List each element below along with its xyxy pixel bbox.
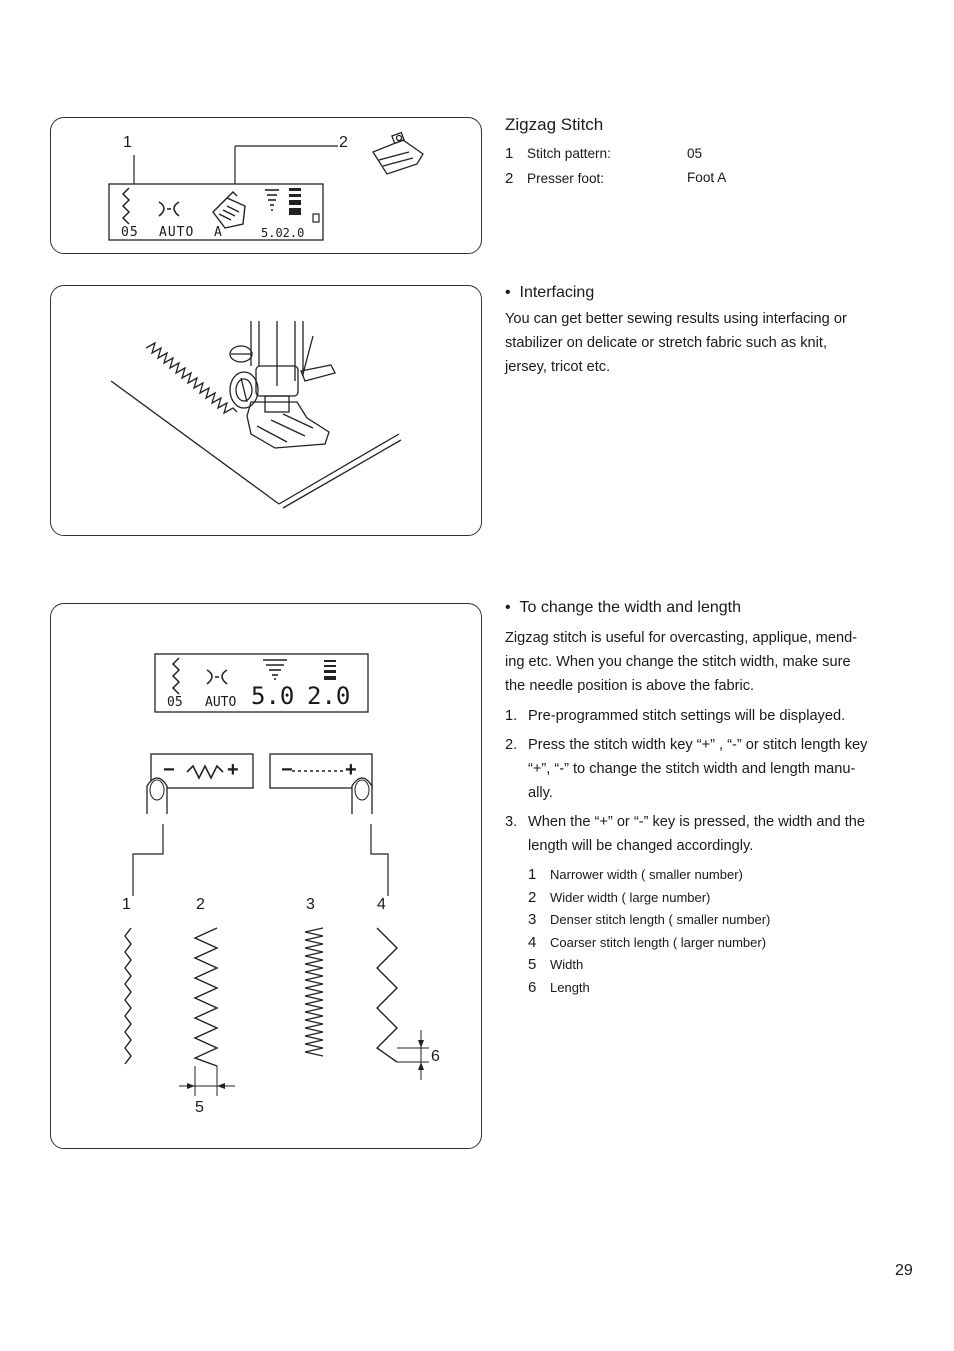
paragraph-line: jersey, tricot etc. [505, 359, 611, 375]
spec-num: 2 [505, 170, 514, 187]
callout-2: 2 [196, 896, 205, 913]
step-line: length will be changed accordingly. [528, 838, 754, 854]
length-minus-key[interactable]: − [281, 759, 293, 781]
step-line: “+”, “-” to change the stitch width and … [528, 761, 856, 777]
lcd-settings: 5.02.0 [261, 226, 305, 240]
spec-row-presser-foot: 2 Presser foot: [505, 170, 604, 187]
paragraph-line: You can get better sewing results using … [505, 311, 847, 327]
step-2: 2. Press the stitch width key “+” , “-” o… [505, 733, 920, 805]
step-3: 3. When the “+” or “-” key is pressed, th… [505, 810, 920, 858]
bullet: • [505, 284, 511, 301]
paragraph-line: Zigzag stitch is useful for overcasting,… [505, 630, 858, 646]
callout-1: 1 [123, 134, 132, 151]
lcd-display-illustration [108, 131, 424, 241]
spec-value-stitch-pattern: 05 [687, 146, 703, 161]
spec-num: 1 [505, 145, 514, 162]
stitch-wide [193, 927, 219, 1067]
width-length-heading-text: To change the width and length [519, 599, 742, 616]
step-number: 1. [505, 708, 518, 724]
step-line: 3. When the “+” or “-” key is pressed, th… [505, 810, 920, 834]
callout-1: 1 [122, 896, 131, 913]
spec-label: Presser foot: [527, 171, 605, 186]
interfacing-heading: • Interfacing [505, 284, 594, 302]
step-text: Pre-programmed stitch settings will be d… [528, 708, 846, 724]
length-plus-key[interactable]: + [345, 759, 357, 781]
bullet: • [505, 599, 511, 616]
lcd-length-value: 2.0 [307, 682, 351, 710]
step-1: 1. Pre-programmed stitch settings will be… [505, 704, 915, 728]
stitch-coarse [375, 927, 398, 1063]
stitch-narrow [124, 927, 132, 1065]
lcd-width-value: 5.0 [251, 682, 295, 710]
lcd-display-panel: 1 2 05 AUTO A 5.02.0 [50, 117, 482, 254]
step-line: 2. Press the stitch width key “+” , “-” o… [505, 733, 920, 757]
spec-row-stitch-pattern: 1 Stitch pattern: [505, 145, 611, 162]
step-number: 2. [505, 737, 518, 753]
width-length-heading: • To change the width and length [505, 599, 741, 617]
spec-value-presser-foot: Foot A [687, 170, 727, 185]
paragraph-line: ing etc. When you change the stitch widt… [505, 654, 851, 670]
step-line: 1. Pre-programmed stitch settings will be… [505, 704, 915, 728]
callout-4: 4 [377, 896, 386, 913]
interfacing-paragraph: You can get better sewing results using … [505, 307, 915, 379]
step-line: ally. [528, 785, 553, 801]
width-plus-key[interactable]: + [227, 759, 239, 781]
paragraph-line: stabilizer on delicate or stretch fabric… [505, 335, 828, 351]
page-number: 29 [895, 1262, 913, 1279]
lcd-pattern-number: 05 [167, 695, 183, 710]
callout-5: 5 [195, 1099, 204, 1116]
lcd-foot-label: A [214, 225, 222, 240]
callout-3: 3 [306, 896, 315, 913]
callout-6: 6 [431, 1048, 440, 1065]
stitch-dense [304, 927, 324, 1057]
paragraph-line: the needle position is above the fabric. [505, 678, 755, 694]
width-length-panel: 05 AUTO 5.0 2.0 − + − + 1 2 3 4 5 6 [50, 603, 482, 1149]
width-length-intro: Zigzag stitch is useful for overcasting,… [505, 626, 915, 698]
step-text: Press the stitch width key “+” , “-” or … [528, 737, 868, 753]
callout-2: 2 [339, 134, 348, 151]
lcd-auto-label: AUTO [159, 225, 195, 240]
lcd-auto-label: AUTO [205, 695, 237, 710]
width-length-illustration [124, 653, 429, 1096]
section-title-zigzag-stitch: Zigzag Stitch [505, 115, 604, 134]
step-text: When the “+” or “-” key is pressed, the … [528, 814, 866, 830]
spec-label: Stitch pattern: [527, 146, 611, 161]
interfacing-heading-text: Interfacing [519, 284, 595, 301]
lcd-pattern-number: 05 [121, 225, 139, 240]
presser-foot-sewing-illustration [110, 321, 402, 509]
step-number: 3. [505, 814, 518, 830]
width-minus-key[interactable]: − [163, 759, 175, 781]
interfacing-illustration-panel [50, 285, 482, 536]
